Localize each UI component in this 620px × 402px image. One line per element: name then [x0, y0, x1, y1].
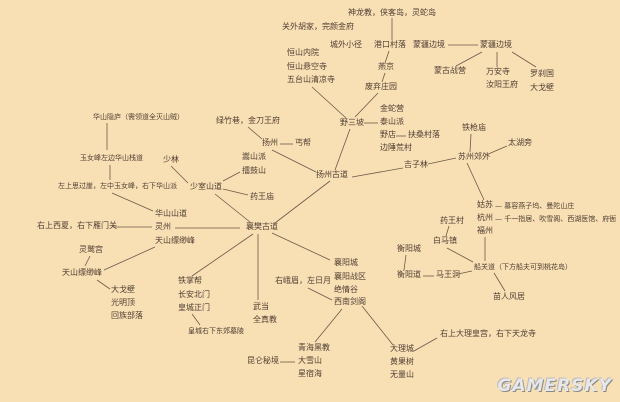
- node-lingzhou: 灵州: [155, 222, 171, 231]
- node-huashan-yinlu: 华山隐庐（需领道全灭山贼）: [93, 113, 184, 121]
- node-gusu-sub: — 慕容燕子坞、曼陀山庄: [495, 202, 575, 210]
- node-taihu: 太湖旁: [508, 138, 532, 147]
- node-guangming: 光明顶: [111, 298, 135, 307]
- node-suzhou: 苏州郊外: [458, 152, 490, 161]
- node-feiqi: 废弃庄园: [365, 82, 397, 91]
- node-kunlun: 昆仑秘境: [247, 356, 279, 365]
- node-lingjiu: 灵鹫宫: [79, 245, 103, 254]
- node-dagebi-west: 大戈壁: [111, 285, 135, 294]
- node-yanjing: 燕京: [378, 62, 394, 71]
- node-leigu: 擂鼓山: [242, 166, 266, 175]
- node-baima: 白马镇: [433, 236, 457, 245]
- node-hengshan-neiyuan: 恒山内院: [287, 48, 319, 57]
- node-mengjiang-2: 蒙疆边境: [480, 40, 512, 49]
- node-jizilin: 吉子林: [404, 160, 428, 169]
- node-chengwai: 城外小径: [330, 40, 362, 49]
- node-yunv: 玉女峰左边华山栈道: [80, 154, 143, 162]
- node-shaoshi: 少室山道: [190, 182, 222, 191]
- node-yedian: 野店: [380, 130, 396, 139]
- node-hangzhou: 杭州: [477, 213, 493, 222]
- node-jinshe: 金蛇营: [380, 104, 404, 113]
- node-wuliang: 无量山: [390, 370, 414, 379]
- node-xingxiu: 星宿海: [298, 369, 322, 378]
- node-daxue: 大雪山: [298, 356, 322, 365]
- node-guanwai: 关外胡家，完颜金府: [282, 22, 354, 31]
- node-xixia: 右上西夏，右下雁门关: [37, 221, 117, 230]
- node-bianchui: 边陲荒村: [380, 143, 412, 152]
- node-hangzhou-sub: — 千一指居、吹雪阁、西湖医馆、府衙: [495, 215, 617, 223]
- node-muling: 皇城右下东郊墓陵: [188, 327, 244, 335]
- node-ruyang: 汝阳王府: [486, 80, 518, 89]
- node-tianshan-1: 天山缥缈峰: [155, 236, 195, 245]
- node-wanan: 万安寺: [486, 67, 510, 76]
- node-fusang: 扶桑村落: [408, 130, 440, 139]
- node-yaowang-cun: 药王村: [440, 216, 464, 225]
- node-hengyang-cheng: 衡阳城: [397, 244, 421, 253]
- node-mawang: 马王洞: [436, 270, 460, 279]
- node-chuanguan: 船关道（下方船夫可到桃花岛）: [474, 263, 572, 271]
- node-gaibang: 丐帮: [295, 138, 311, 147]
- node-huashan-shandao: 华山山道: [155, 209, 187, 218]
- gamersky-watermark: GAMERSKY: [497, 376, 612, 396]
- node-hengshan-xuankong: 恒山悬空寺: [287, 62, 327, 71]
- node-taishan: 泰山派: [380, 117, 404, 126]
- node-xiangyang-zhan: 襄阳战区: [334, 272, 366, 281]
- node-siguo: 左上思过崖，左中玉女峰，右下华山派: [58, 182, 177, 190]
- node-huizu: 回族部落: [111, 311, 143, 320]
- node-wudang: 武当: [253, 302, 269, 311]
- node-yesanpo: 野三坡: [340, 118, 364, 127]
- node-menggu: 蒙古战营: [434, 66, 466, 75]
- node-luocha: 罗刹国: [530, 69, 554, 78]
- node-xiangfan: 襄樊古道: [246, 222, 278, 231]
- node-dagebi-north: 大戈壁: [530, 83, 554, 92]
- node-songshan: 嵩山派: [242, 152, 266, 161]
- node-miaoren: 苗人风居: [493, 292, 525, 301]
- node-fuzhou: 福州: [477, 226, 493, 235]
- node-lvzhu: 绿竹巷，金刀王府: [216, 116, 280, 125]
- node-yangzhou-gudao: 扬州古道: [316, 170, 348, 179]
- node-tieqiang: 铁枪庙: [462, 123, 486, 132]
- node-jueqing: 绝情谷: [334, 285, 358, 294]
- node-quanzhen: 全真教: [253, 315, 277, 324]
- node-shaolin: 少林: [163, 155, 179, 164]
- node-tianshan-2: 天山缥缈峰: [62, 268, 102, 277]
- node-xiangyang: 襄阳城: [334, 258, 358, 267]
- node-changan: 长安北门: [178, 290, 210, 299]
- node-dali-note: 右上大理皇宫，右下天龙寺: [440, 329, 536, 338]
- node-dali: 大理城: [390, 344, 414, 353]
- node-shenlong: 神龙教，侠客岛，灵蛇岛: [348, 8, 436, 17]
- node-tiezhang: 铁掌帮: [178, 276, 202, 285]
- node-mengjiang-1: 蒙疆边境: [413, 40, 445, 49]
- node-yangzhou: 扬州: [262, 138, 278, 147]
- node-wutai: 五台山清凉寺: [287, 75, 335, 84]
- node-emei: 右峨眉，左日月: [275, 276, 331, 285]
- node-yaowang-miao: 药王庙: [250, 192, 274, 201]
- node-gusu: 姑苏: [477, 200, 493, 209]
- node-xinan: 西南剑阁: [334, 297, 366, 306]
- node-huangcheng: 皇城正门: [178, 303, 210, 312]
- node-qinghai: 青海黑教: [298, 343, 330, 352]
- node-hengyang-dao: 衡阳道: [397, 270, 421, 279]
- node-gangkou: 港口村落: [374, 40, 406, 49]
- node-huangguoshu: 黄果树: [390, 357, 414, 366]
